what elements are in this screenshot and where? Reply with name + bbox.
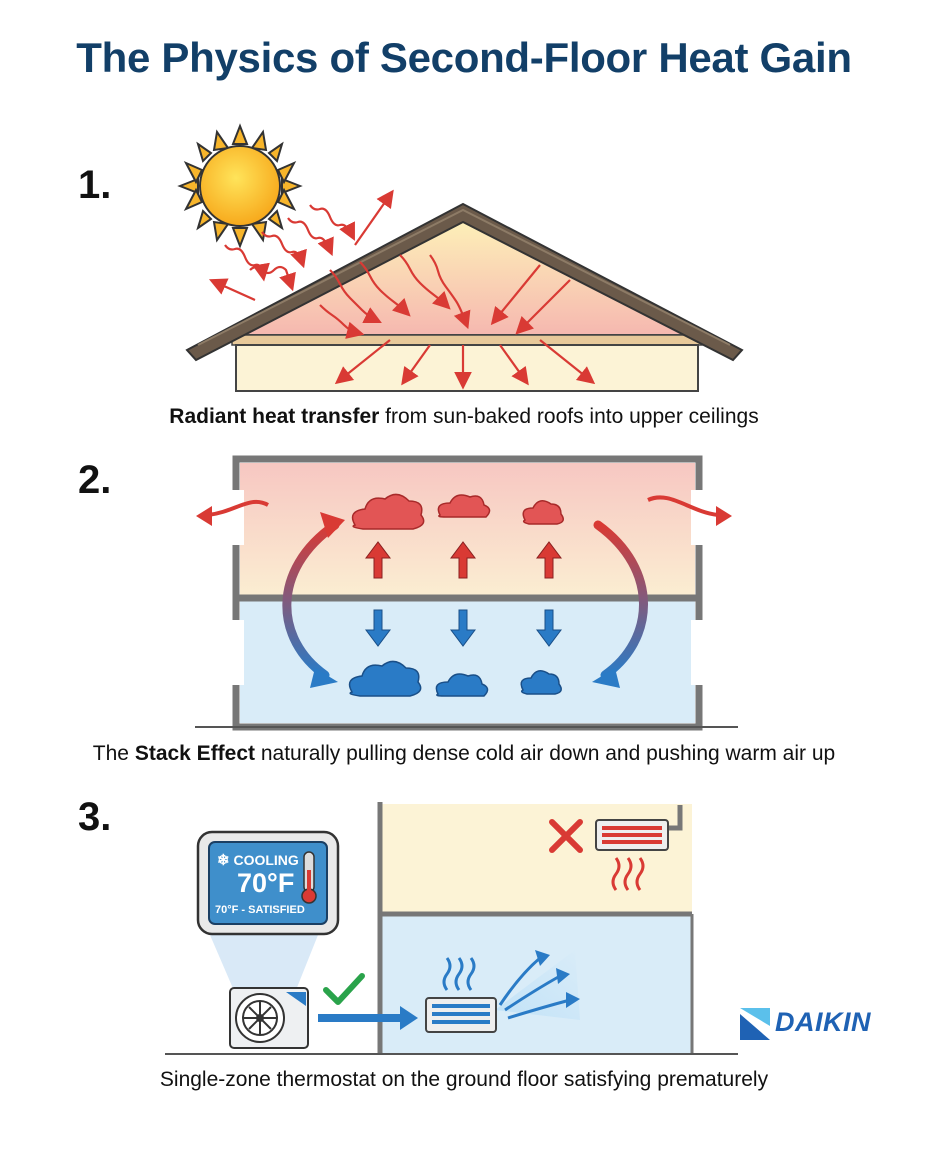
step-2-caption: The Stack Effect naturally pulling dense… [0, 742, 928, 766]
thermostat-mode: COOLING [233, 852, 299, 868]
step-1-caption-rest: from sun-baked roofs into upper ceilings [379, 405, 759, 428]
step-2-caption-bold: Stack Effect [134, 742, 256, 765]
two-story-house [195, 455, 738, 731]
x-mark-icon [549, 819, 583, 853]
step-1-number: 1. [78, 163, 112, 207]
upstairs-vent [595, 805, 683, 851]
page-title: The Physics of Second-Floor Heat Gain [76, 34, 852, 81]
snowflake-icon: ❄ [217, 852, 230, 869]
step-1-caption-bold: Radiant heat transfer [169, 405, 380, 428]
warm-air-clouds [351, 493, 564, 530]
daikin-logo-icon [740, 1008, 770, 1040]
cool-air-waves-icon [442, 957, 476, 991]
step-2-caption-pre: The [92, 742, 135, 765]
radiant-heat-arrows [208, 189, 596, 390]
sinking-cold-arrows [365, 609, 562, 647]
house-roof [185, 202, 744, 392]
heat-waves-icon [611, 857, 645, 891]
step-3-number: 3. [78, 795, 112, 839]
thermostat-status: 70°F - SATISFIED [215, 904, 305, 916]
ac-outdoor-unit [229, 987, 309, 1049]
brand-logo-text: DAIKIN [775, 1007, 871, 1037]
escaping-air-arrows [207, 495, 719, 517]
cold-air-clouds [348, 660, 562, 697]
supply-line-arrow [318, 1006, 418, 1030]
thermostat-screen: ❄ COOLING 70°F 70°F - SATISFIED [209, 842, 305, 924]
sun-icon [177, 123, 303, 249]
cool-air-arrows [498, 956, 571, 1020]
step-2-number: 2. [78, 458, 112, 502]
convection-curves [282, 520, 648, 680]
thermostat [196, 830, 340, 936]
rising-heat-arrows [365, 541, 562, 579]
thermostat-temperature: 70°F [237, 868, 295, 898]
step-1-caption: Radiant heat transfer from sun-baked roo… [0, 405, 928, 429]
check-mark-icon [323, 973, 365, 1005]
step-3-caption: Single-zone thermostat on the ground flo… [159, 1068, 769, 1091]
downstairs-vent [425, 997, 497, 1033]
step-2-caption-rest: naturally pulling dense cold air down an… [255, 742, 836, 765]
